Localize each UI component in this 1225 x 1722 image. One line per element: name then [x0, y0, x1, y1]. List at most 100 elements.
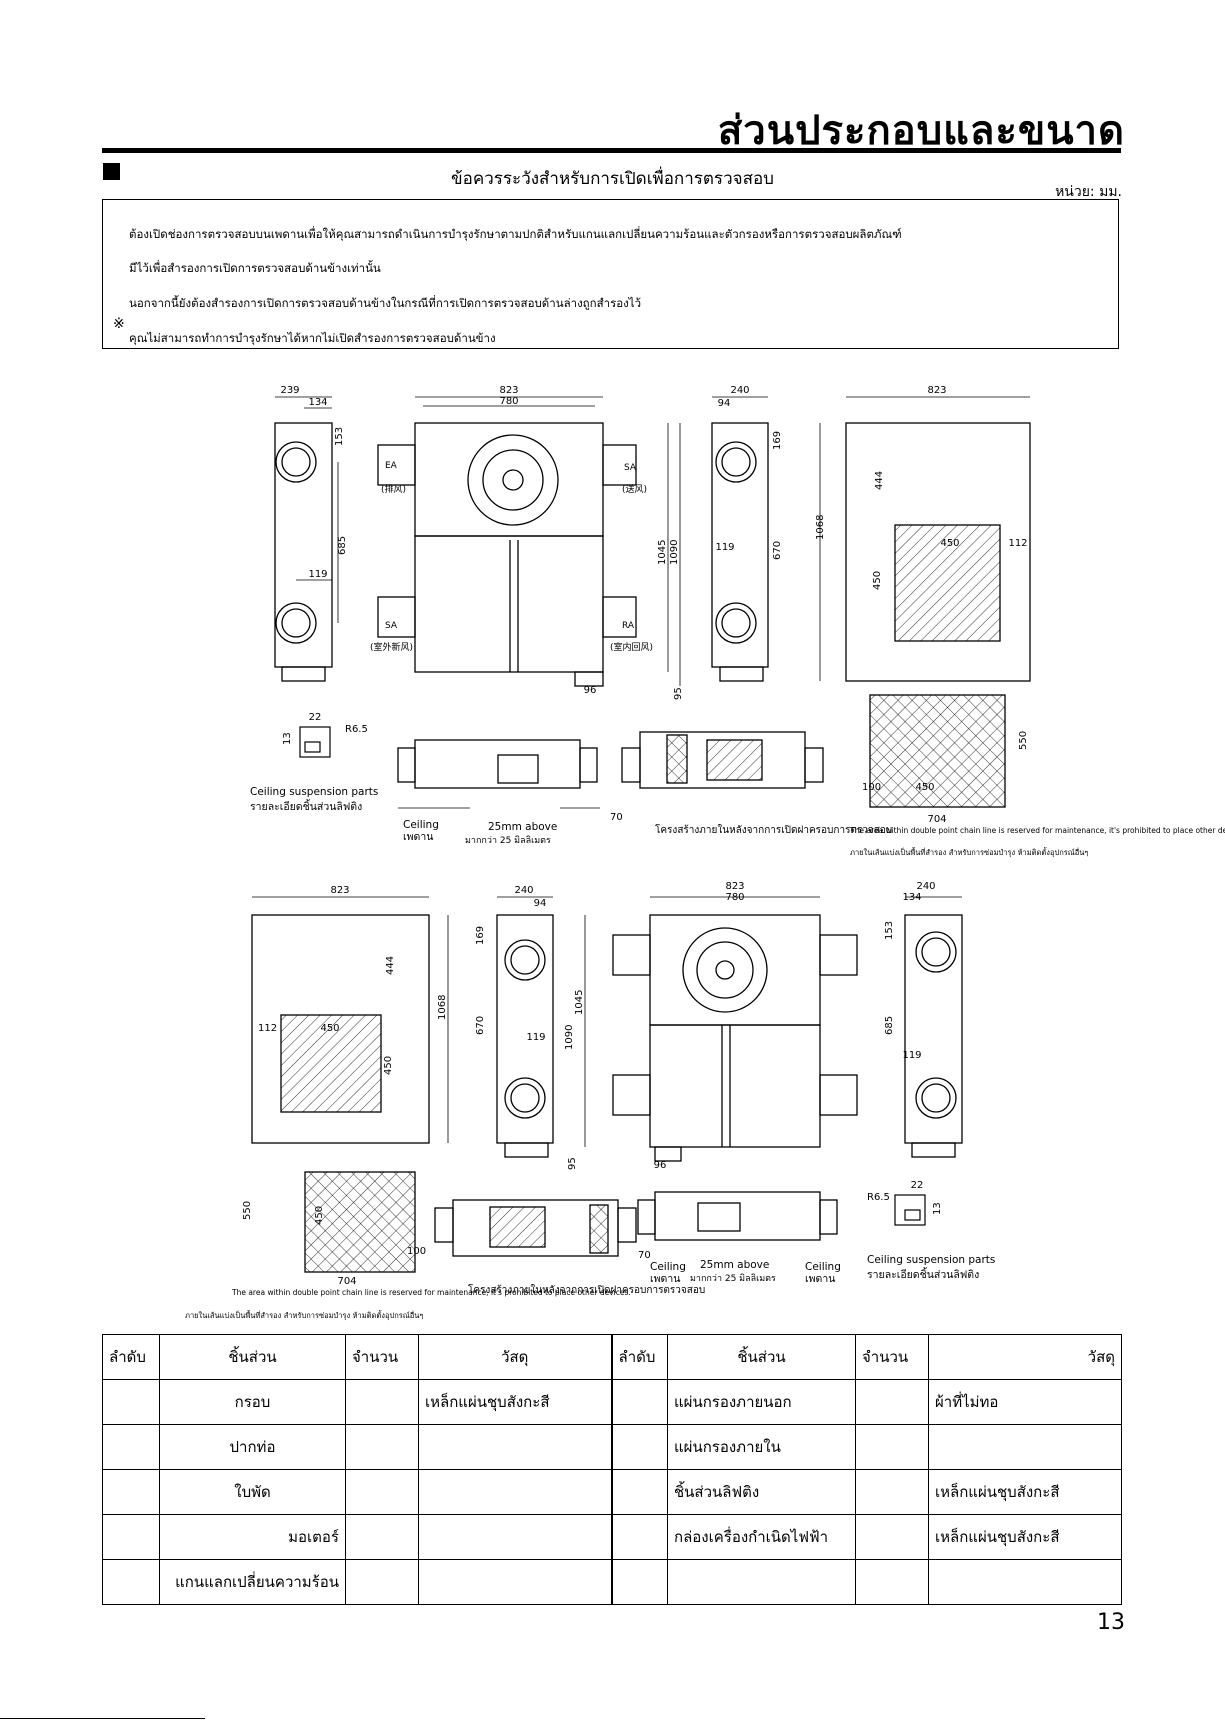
dim-text: 119 [902, 1050, 921, 1061]
ceiling-suspension-label-th: รายละเอียดชิ้นส่วนลิฟติง [867, 1267, 979, 1281]
suspension-detail-bottom [894, 1194, 926, 1226]
table-row: แกนแลกเปลี่ยนความร้อน [102, 1559, 1122, 1605]
table-cell [418, 1469, 612, 1515]
notice-box: ต้องเปิดช่องการตรวจสอบบนเพดานเพื่อให้คุณ… [102, 199, 1119, 349]
ceiling-label-th: เพดาน [403, 831, 433, 843]
dim-text: 823 [330, 885, 349, 896]
table-cell: ผ้าที่ไม่ทอ [928, 1379, 1122, 1425]
dim-text: 450 [320, 1023, 339, 1034]
dim-text: 1090 [669, 540, 680, 565]
table-cell [418, 1559, 612, 1605]
dim-text: 1068 [437, 995, 448, 1020]
dim-text: 1090 [564, 1025, 575, 1050]
dim-text: 134 [308, 397, 327, 408]
dim-text: 100 [862, 782, 881, 793]
table-cell [345, 1424, 419, 1470]
table-cell [345, 1559, 419, 1605]
header-cell: ชิ้นส่วน [159, 1334, 346, 1380]
dim-text: 1045 [574, 990, 585, 1015]
notice-mark: ※ [113, 316, 125, 332]
table-cell [345, 1469, 419, 1515]
dim-text: 450 [314, 1206, 325, 1225]
dim-text: 704 [927, 814, 946, 825]
table-cell: กรอบ [159, 1379, 346, 1425]
table-cell [102, 1469, 160, 1515]
port-label: EA [385, 461, 398, 471]
table-cell: ปากท่อ [159, 1424, 346, 1470]
above-label-th: มากกว่า 25 มิลลิเมตร [465, 835, 551, 846]
table-cell [928, 1424, 1122, 1470]
labels-bottom: The area within double point chain line … [185, 1254, 995, 1320]
ceiling-label-th: เพดาน [805, 1273, 835, 1285]
table-cell [418, 1424, 612, 1470]
dimension-drawings: 239 134 153 685 119 823 780 1045 1090 96… [185, 385, 1225, 1320]
dim-text: 685 [884, 1016, 895, 1035]
dim-text: 823 [499, 385, 518, 396]
dim-text: 112 [258, 1023, 277, 1034]
side-view-top-left [274, 396, 339, 682]
table-cell: กล่องเครื่องกำเนิดไฟฟ้า [667, 1514, 856, 1560]
page-title: ส่วนประกอบและขนาด [717, 108, 1125, 154]
page-number: 13 [1097, 1610, 1125, 1635]
table-cell [610, 1469, 668, 1515]
dim-text-bottom: 823 444 1068 112 450 450 240 94 169 670 … [242, 881, 943, 1287]
dim-text-top: 239 134 153 685 119 823 780 1045 1090 96… [280, 385, 1029, 825]
dim-text: 169 [475, 926, 486, 945]
table-row: มอเตอร์ กล่องเครื่องกำเนิดไฟฟ้า เหล็กแผ่… [102, 1514, 1122, 1560]
port-label: (室外新风) [370, 641, 413, 653]
dim-text: 95 [673, 687, 684, 700]
dim-text: 96 [584, 685, 597, 696]
table-cell: มอเตอร์ [159, 1514, 346, 1560]
port-labels-top: EA (排风) SA (送风) SA (室外新风) RA (室内回风) [370, 461, 653, 653]
above-label: 25mm above [700, 1259, 769, 1271]
dim-text: 112 [1008, 538, 1027, 549]
dim-text: R6.5 [345, 724, 368, 735]
dim-text: 1068 [815, 515, 826, 540]
table-cell [418, 1514, 612, 1560]
dim-text: 780 [499, 396, 518, 407]
ceiling-label: Ceiling [403, 819, 439, 831]
dim-text: 70 [610, 812, 623, 823]
table-cell: แกนแลกเปลี่ยนความร้อน [159, 1559, 346, 1605]
dim-text: 240 [916, 881, 935, 892]
dim-text: 100 [407, 1246, 426, 1257]
port-label: SA [624, 463, 637, 473]
side-view-bottom-mid [496, 896, 554, 1158]
dim-text: 153 [334, 427, 345, 446]
table-cell [102, 1379, 160, 1425]
table-cell [610, 1514, 668, 1560]
table-cell: ใบพัด [159, 1469, 346, 1515]
notice-line: มีไว้เพื่อสำรองการเปิดการตรวจสอบด้านข้าง… [129, 261, 381, 275]
dim-text: 169 [772, 431, 783, 450]
section-views-top [397, 731, 824, 809]
table-cell [855, 1424, 929, 1470]
dim-text: 450 [383, 1056, 394, 1075]
table-cell [610, 1424, 668, 1470]
dim-text: 13 [282, 732, 293, 745]
port-label: (排风) [381, 483, 406, 495]
dim-text: 704 [337, 1276, 356, 1287]
dim-text: 1045 [657, 540, 668, 565]
notice-line: ต้องเปิดช่องการตรวจสอบบนเพดานเพื่อให้คุณ… [129, 227, 902, 241]
table-cell [855, 1469, 929, 1515]
bottom-view-bottom-left [251, 896, 449, 1273]
table-cell: ชิ้นส่วนลิฟติง [667, 1469, 856, 1515]
table-header-row: ลำดับ ชิ้นส่วน จำนวน วัสดุ ลำดับ ชิ้นส่ว… [102, 1334, 1122, 1380]
table-cell [102, 1514, 160, 1560]
table-cell [928, 1559, 1122, 1605]
table-row: ใบพัด ชิ้นส่วนลิฟติง เหล็กแผ่นชุบสังกะสี [102, 1469, 1122, 1515]
header-cell: จำนวน [855, 1334, 929, 1380]
table-row: ปากท่อ แผ่นกรองภายใน [102, 1424, 1122, 1470]
dim-text: 95 [567, 1157, 578, 1170]
above-label: 25mm above [488, 821, 557, 833]
top-view-top-center [377, 396, 681, 687]
footer-rule [0, 1718, 205, 1719]
dim-text: 444 [874, 471, 885, 490]
title-rule [102, 148, 1121, 153]
dim-text: 240 [730, 385, 749, 396]
port-label: (室内回风) [610, 641, 653, 653]
dim-text: 13 [932, 1202, 943, 1215]
dim-text: 444 [385, 956, 396, 975]
dim-text: 153 [884, 921, 895, 940]
header-cell: ชิ้นส่วน [667, 1334, 856, 1380]
